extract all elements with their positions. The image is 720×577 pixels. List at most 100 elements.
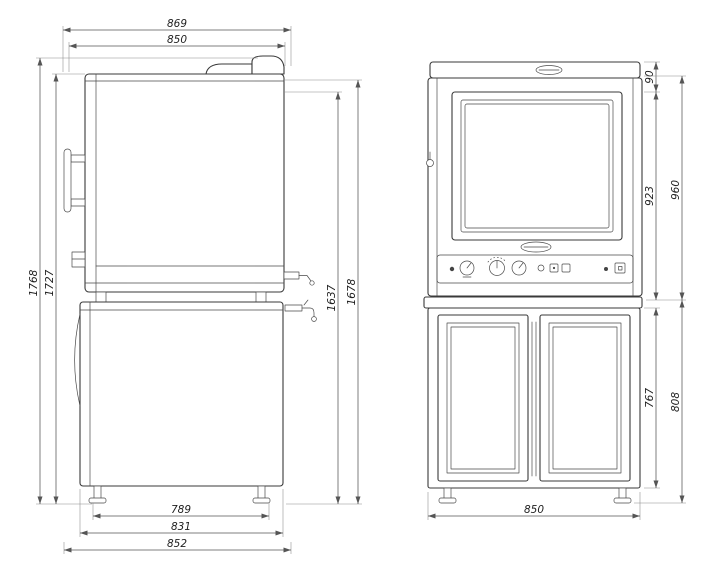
- stand-top-plate: [423, 296, 643, 309]
- indicator-light: [449, 266, 455, 272]
- side-view: 869 850 1768 1727 1637: [28, 18, 362, 554]
- side-fitting-box: [71, 251, 86, 268]
- dim-label-front-oven-total: 960: [670, 180, 682, 200]
- switch-button-1: [549, 263, 559, 273]
- control-panel-frame: [436, 254, 634, 284]
- steam-knob: [487, 256, 507, 276]
- temperature-knob: [511, 260, 527, 276]
- front-leg-left: [438, 487, 457, 504]
- switch-dot: [552, 266, 556, 270]
- door-handle-bracket-bottom: [70, 198, 86, 207]
- front-oven: [426, 61, 643, 297]
- side-oven: [63, 55, 317, 322]
- leg-foot: [252, 497, 271, 504]
- dim-label-front-width: 850: [524, 504, 544, 516]
- dim-side-top-outer: 869: [62, 18, 292, 72]
- dim-side-left-inner: 1727: [44, 73, 85, 504]
- water-inlet-head: [309, 280, 315, 286]
- leg-stem: [93, 485, 102, 500]
- side-stand: [74, 291, 284, 504]
- leg-stem: [257, 485, 266, 500]
- dim-side-right-outer: 1678: [284, 79, 362, 505]
- dim-label-side-left-inner: 1727: [44, 269, 56, 296]
- latch-knob: [426, 159, 434, 167]
- stand-door-left: [437, 314, 529, 482]
- brand-logo-top: [535, 65, 563, 75]
- dim-label-side-bottom-mid: 831: [171, 521, 191, 533]
- brand-logo-front: [520, 241, 552, 253]
- dim-front-oven-total-height: 960: [644, 75, 686, 300]
- dim-side-top-inner: 850: [68, 34, 286, 72]
- stand-leg-front: [88, 485, 107, 504]
- dim-side-right-inner: 1637: [284, 91, 342, 504]
- oven-top-strip: [429, 61, 641, 79]
- front-stand: [423, 296, 643, 504]
- hand-shower-fitting: [284, 299, 317, 322]
- dim-side-left-outer: 1768: [28, 57, 258, 505]
- leg-foot: [438, 497, 457, 504]
- door-frame: [437, 314, 529, 482]
- dim-side-bottom-mid: 831: [79, 489, 284, 537]
- stand-leg-rear: [252, 485, 271, 504]
- door-glass-inner: [450, 326, 516, 470]
- hand-shower-head: [311, 316, 317, 322]
- dim-side-bottom-outer: 852: [63, 538, 292, 554]
- oven-body: [84, 73, 285, 293]
- stand-body: [79, 301, 284, 487]
- dim-label-side-bottom-outer: 852: [167, 538, 187, 550]
- front-leg-right: [613, 487, 632, 504]
- door-handle-bracket-top: [70, 154, 86, 163]
- dim-front-oven-height: 923: [644, 92, 686, 301]
- hand-shower-pipe: [284, 304, 303, 312]
- round-button: [537, 264, 545, 272]
- oven-hood: [205, 63, 253, 75]
- door-latch: [426, 151, 434, 167]
- pressure-gauge: [459, 260, 475, 278]
- dim-front-top-strip: 90: [644, 61, 660, 93]
- dim-label-front-top-strip: 90: [644, 70, 656, 84]
- leg-foot: [613, 497, 632, 504]
- side-dimensions: 869 850 1768 1727 1637: [28, 18, 362, 554]
- gauge-needle: [466, 262, 472, 269]
- dim-label-side-right-inner: 1637: [326, 284, 338, 311]
- door-handle-bar: [63, 148, 72, 213]
- oven-support-rear: [255, 291, 267, 303]
- door-glass-inner: [552, 326, 618, 470]
- hand-shower-elbow: [301, 307, 315, 318]
- dim-side-bottom-inner: 789: [92, 503, 270, 520]
- knob-scale: [487, 256, 507, 263]
- dim-front-stand-height: 767: [644, 307, 660, 489]
- front-dimensions: 90 923 960 767 808: [427, 61, 686, 520]
- front-view: 90 923 960 767 808: [423, 61, 686, 520]
- stand-door-right: [539, 314, 631, 482]
- oven-support-front: [95, 291, 107, 303]
- dim-label-side-left-outer: 1768: [28, 269, 40, 296]
- dim-front-stand-total-height: 808: [634, 300, 686, 504]
- leg-foot: [88, 497, 107, 504]
- switch-button-2: [561, 263, 571, 273]
- switch-body: [614, 262, 626, 274]
- dim-label-side-bottom-inner: 789: [171, 504, 191, 516]
- water-inlet-fitting: [283, 271, 315, 286]
- water-inlet-pipe: [283, 271, 300, 280]
- main-switch: [614, 262, 626, 274]
- power-light: [604, 267, 608, 271]
- door-frame: [539, 314, 631, 482]
- hand-shower-lever: [303, 299, 309, 306]
- knob-pointer: [518, 262, 524, 269]
- control-panel: [436, 254, 634, 284]
- water-inlet-elbow: [298, 275, 312, 282]
- dim-label-front-stand-total: 808: [670, 392, 682, 412]
- oven-hood-fin: [251, 55, 285, 75]
- dim-label-side-top-inner: 850: [167, 34, 187, 46]
- dim-front-width: 850: [427, 492, 641, 520]
- oven-window-glass: [460, 99, 614, 233]
- dim-label-side-top-outer: 869: [167, 18, 187, 30]
- dim-label-side-right-outer: 1678: [346, 278, 358, 305]
- door-glass-outer: [548, 322, 622, 474]
- dim-label-front-oven-height: 923: [644, 186, 656, 206]
- dim-label-front-stand-height: 767: [644, 388, 656, 408]
- oven-window-inner: [464, 103, 610, 229]
